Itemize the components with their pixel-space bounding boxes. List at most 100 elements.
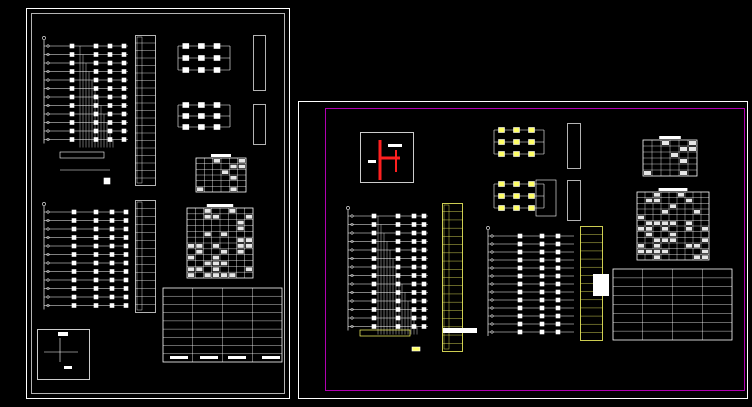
contact <box>46 218 50 223</box>
component-mark <box>121 69 127 74</box>
contact <box>46 137 50 142</box>
table-cell-fill <box>245 214 252 219</box>
component-mark <box>93 243 99 249</box>
table-cell-fill <box>702 249 708 254</box>
component-mark <box>539 249 545 255</box>
component-mark <box>123 294 129 300</box>
table-cell-fill <box>646 249 652 254</box>
component-mark <box>109 286 115 291</box>
table-cell-fill <box>213 159 220 163</box>
component-mark <box>555 249 561 255</box>
component-mark <box>411 346 421 352</box>
component-mark <box>517 241 523 247</box>
contact <box>46 261 50 265</box>
table-cell-fill <box>680 147 687 151</box>
detail-border <box>360 132 414 183</box>
component-mark <box>107 103 113 108</box>
relay-contact <box>198 43 205 49</box>
component-mark <box>371 298 377 304</box>
table-cell-fill <box>654 221 660 225</box>
component-mark <box>395 281 401 287</box>
component-mark <box>121 52 127 57</box>
contact <box>46 252 50 257</box>
component-mark <box>539 265 545 271</box>
relay-contact <box>182 55 190 61</box>
bus-terminal <box>486 226 490 230</box>
component-mark <box>71 235 77 240</box>
table-cell-fill <box>237 226 244 231</box>
table-cell-fill <box>196 267 203 272</box>
contact <box>46 44 50 48</box>
contact <box>46 303 50 308</box>
detail-text <box>64 366 72 369</box>
table-cell-fill <box>221 261 228 266</box>
table-cell-fill <box>245 267 252 272</box>
table-cell-fill <box>196 244 203 248</box>
contact <box>350 214 354 218</box>
component-mark <box>517 273 523 279</box>
component-mark <box>421 222 427 227</box>
relay-diagram[interactable] <box>177 43 231 130</box>
component-mark <box>371 222 377 227</box>
table-cell-fill <box>638 215 644 220</box>
table-cell-fill <box>686 198 692 203</box>
table-cell-fill <box>237 238 244 242</box>
component-mark <box>555 313 561 319</box>
component-mark <box>69 120 75 125</box>
component-mark <box>121 86 127 91</box>
sheet-right[interactable] <box>298 101 748 399</box>
relay-contact <box>213 113 221 119</box>
strip-inner <box>136 201 143 311</box>
component-mark <box>371 256 377 261</box>
schematic-rungs-top[interactable] <box>42 36 128 185</box>
relay-contact <box>182 113 190 119</box>
relay-box <box>535 179 557 217</box>
schematic-rungs-bottom[interactable] <box>42 202 129 310</box>
schematic-rungs[interactable] <box>346 206 428 352</box>
table-cell-fill <box>188 244 195 248</box>
component-mark <box>71 269 77 274</box>
component-mark <box>109 269 115 274</box>
contact <box>350 282 354 286</box>
terminal-strip-cells <box>442 204 463 350</box>
contact <box>490 290 494 294</box>
component-mark <box>421 264 427 270</box>
component-mark <box>109 303 115 308</box>
component-mark <box>517 257 523 263</box>
contact <box>490 282 494 286</box>
component-mark <box>555 233 561 239</box>
relay-contact <box>513 193 520 199</box>
relay-contact <box>528 151 535 157</box>
schematic-rungs[interactable] <box>486 226 574 336</box>
contact <box>490 330 494 334</box>
relay-contact <box>498 193 505 199</box>
symbol-table <box>195 154 247 193</box>
contact <box>490 314 494 318</box>
relay-contact <box>182 43 190 49</box>
component-mark <box>93 303 99 308</box>
table-cell-fill <box>221 249 228 254</box>
component-mark <box>395 213 401 219</box>
contact <box>490 250 494 254</box>
sheet-right-outer-border <box>298 101 748 399</box>
component-mark <box>395 315 401 321</box>
table-cell-fill <box>204 273 211 277</box>
component-mark <box>555 241 561 247</box>
table-cell-fill <box>230 176 237 180</box>
table-cell-fill <box>638 244 644 248</box>
sheet-left-inner-border <box>31 13 285 394</box>
sheet-left[interactable] <box>26 8 290 399</box>
component-mark <box>395 298 401 304</box>
component-mark <box>411 230 417 236</box>
component-mark <box>71 252 77 257</box>
component-mark <box>517 289 523 295</box>
relay-diagram[interactable] <box>493 127 557 217</box>
table-cell-fill <box>204 232 211 237</box>
component-mark <box>517 233 523 239</box>
component-mark <box>71 286 77 291</box>
component-mark <box>421 307 427 312</box>
component-mark <box>371 324 377 329</box>
component-mark <box>411 264 417 270</box>
